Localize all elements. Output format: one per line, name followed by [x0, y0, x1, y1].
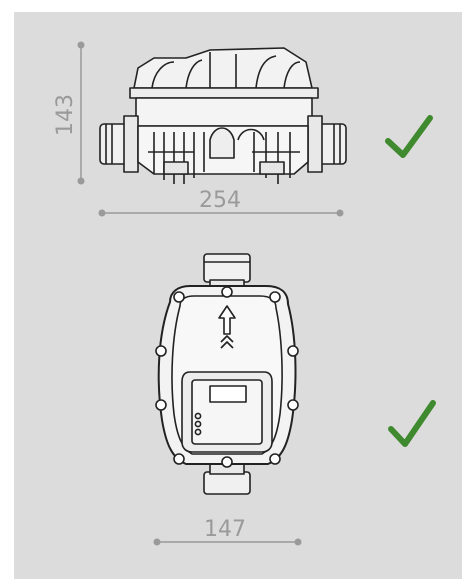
- height-label: 143: [53, 94, 78, 136]
- front-width-label: 147: [204, 517, 246, 542]
- side-view: 143: [53, 41, 433, 217]
- dimensions-diagram: 143: [53, 41, 436, 546]
- pump-side-drawing: [99, 47, 347, 184]
- height-dimension: 143: [53, 41, 85, 185]
- pump-front-drawing: [155, 253, 299, 495]
- product-dimensions-panel: 143: [14, 12, 462, 579]
- check-icon: [388, 400, 436, 447]
- check-icon: [385, 115, 433, 158]
- front-width-dimension: 147: [153, 517, 302, 546]
- front-view: 147: [153, 253, 436, 546]
- width-label: 254: [199, 188, 241, 213]
- width-dimension: 254: [98, 188, 344, 217]
